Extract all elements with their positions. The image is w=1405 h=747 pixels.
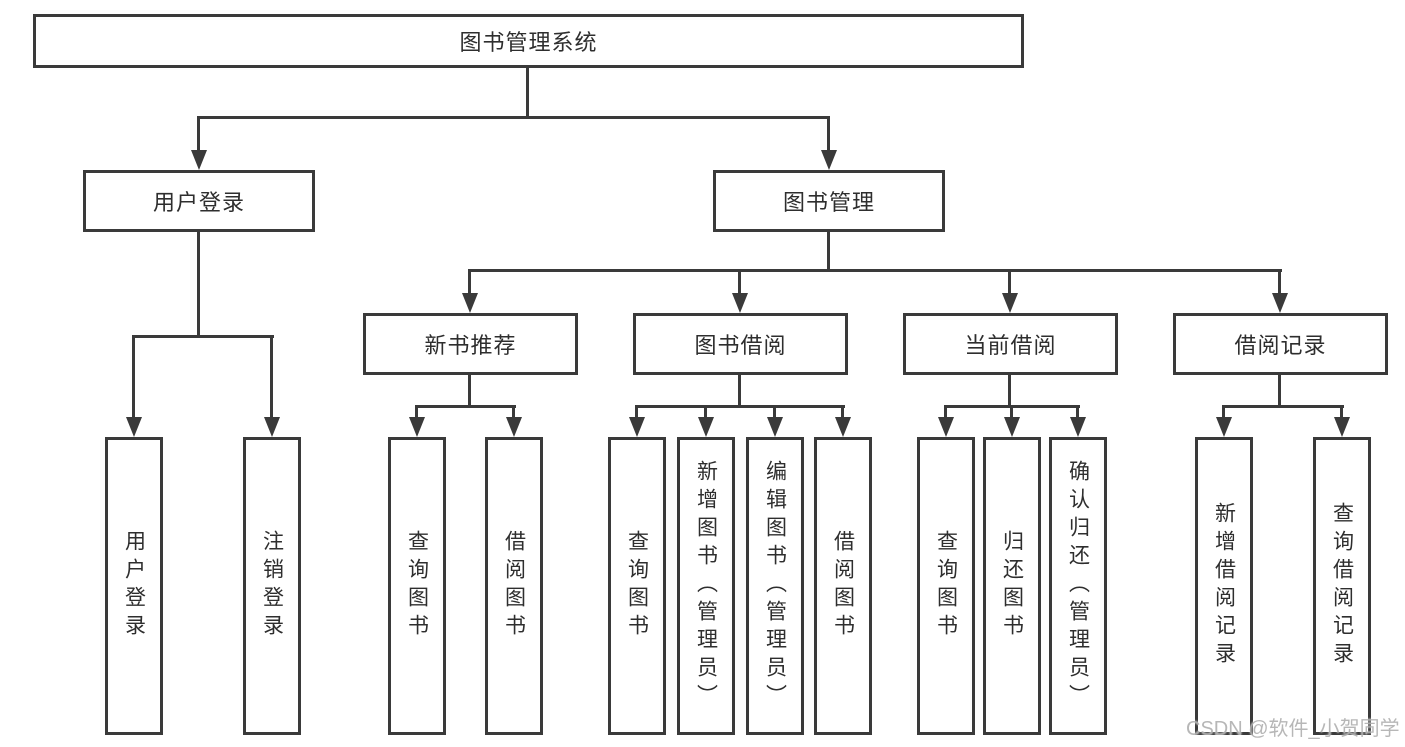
connector-borrowing-drop-3 [773, 405, 776, 419]
node-query-books-current: 查询图书 [917, 437, 975, 735]
arrow-down-icon [462, 293, 478, 313]
connector-recommend-hbar [415, 405, 516, 408]
node-book-borrowing: 图书借阅 [633, 313, 848, 375]
node-return-book: 归还图书 [983, 437, 1041, 735]
connector-borrowing-drop-4 [841, 405, 844, 419]
leaf-label: 归还图书 [1000, 530, 1024, 642]
arrow-down-icon [732, 293, 748, 313]
arrow-down-icon [1272, 293, 1288, 313]
arrow-down-icon [126, 417, 142, 437]
connector-root-drop-right [827, 116, 830, 152]
connector-mgmt-drop-4 [1278, 269, 1281, 295]
connector-mgmt-stem [827, 232, 830, 271]
node-query-books-borrowing: 查询图书 [608, 437, 666, 735]
arrow-down-icon [1216, 417, 1232, 437]
leaf-label: 借阅图书 [831, 530, 855, 642]
node-logout: 注销登录 [243, 437, 301, 735]
connector-borrowing-drop-2 [704, 405, 707, 419]
node-current-borrowing: 当前借阅 [903, 313, 1118, 375]
arrow-down-icon [1002, 293, 1018, 313]
leaf-label: 确认归还（管理员） [1066, 460, 1090, 712]
connector-records-drop-2 [1340, 405, 1343, 419]
arrow-down-icon [767, 417, 783, 437]
leaf-label: 借阅图书 [502, 530, 526, 642]
arrow-down-icon [1004, 417, 1020, 437]
connector-recommend-stem [468, 375, 471, 407]
leaf-label: 查询图书 [934, 530, 958, 642]
arrow-down-icon [938, 417, 954, 437]
connector-records-drop-1 [1222, 405, 1225, 419]
leaf-label: 查询图书 [625, 530, 649, 642]
connector-records-stem [1278, 375, 1281, 407]
connector-current-drop-2 [1010, 405, 1013, 419]
connector-current-drop-3 [1076, 405, 1079, 419]
arrow-down-icon [821, 150, 837, 170]
leaf-label: 查询借阅记录 [1330, 502, 1354, 670]
node-query-books-recommend: 查询图书 [388, 437, 446, 735]
node-borrowing-records: 借阅记录 [1173, 313, 1388, 375]
node-user-login: 用户登录 [83, 170, 315, 232]
arrow-down-icon [629, 417, 645, 437]
connector-records-hbar [1222, 405, 1344, 408]
connector-login-hbar [132, 335, 274, 338]
connector-mgmt-drop-1 [468, 269, 471, 295]
connector-root-stem [526, 68, 529, 118]
connector-borrowing-drop-1 [635, 405, 638, 419]
arrow-down-icon [506, 417, 522, 437]
connector-login-drop-2 [270, 335, 273, 419]
connector-root-hbar [197, 116, 829, 119]
connector-current-drop-1 [944, 405, 947, 419]
node-add-borrow-record: 新增借阅记录 [1195, 437, 1253, 735]
connector-root-drop-left [197, 116, 200, 152]
arrow-down-icon [409, 417, 425, 437]
arrow-down-icon [191, 150, 207, 170]
connector-login-drop-1 [132, 335, 135, 419]
node-edit-book-admin: 编辑图书（管理员） [746, 437, 804, 735]
node-library-system: 图书管理系统 [33, 14, 1024, 68]
leaf-label: 用户登录 [122, 530, 146, 642]
node-user-login-leaf: 用户登录 [105, 437, 163, 735]
leaf-label: 查询图书 [405, 530, 429, 642]
leaf-label: 注销登录 [260, 530, 284, 642]
connector-mgmt-drop-3 [1008, 269, 1011, 295]
leaf-label: 编辑图书（管理员） [763, 460, 787, 712]
arrow-down-icon [698, 417, 714, 437]
leaf-label: 新增借阅记录 [1212, 502, 1236, 670]
arrow-down-icon [1070, 417, 1086, 437]
leaf-label: 新增图书（管理员） [694, 460, 718, 712]
node-add-book-admin: 新增图书（管理员） [677, 437, 735, 735]
node-new-book-recommend: 新书推荐 [363, 313, 578, 375]
arrow-down-icon [264, 417, 280, 437]
connector-current-stem [1008, 375, 1011, 407]
connector-mgmt-drop-2 [738, 269, 741, 295]
node-query-borrow-record: 查询借阅记录 [1313, 437, 1371, 735]
connector-borrowing-hbar [635, 405, 845, 408]
connector-recommend-drop-2 [512, 405, 515, 419]
node-confirm-return-admin: 确认归还（管理员） [1049, 437, 1107, 735]
node-borrow-books-recommend: 借阅图书 [485, 437, 543, 735]
csdn-watermark: CSDN @软件_小贺同学 [1186, 718, 1400, 740]
node-book-management: 图书管理 [713, 170, 945, 232]
connector-mgmt-hbar [468, 269, 1282, 272]
arrow-down-icon [1334, 417, 1350, 437]
connector-borrowing-stem [738, 375, 741, 407]
node-borrow-books-borrowing: 借阅图书 [814, 437, 872, 735]
connector-login-stem [197, 232, 200, 337]
arrow-down-icon [835, 417, 851, 437]
connector-recommend-drop-1 [415, 405, 418, 419]
